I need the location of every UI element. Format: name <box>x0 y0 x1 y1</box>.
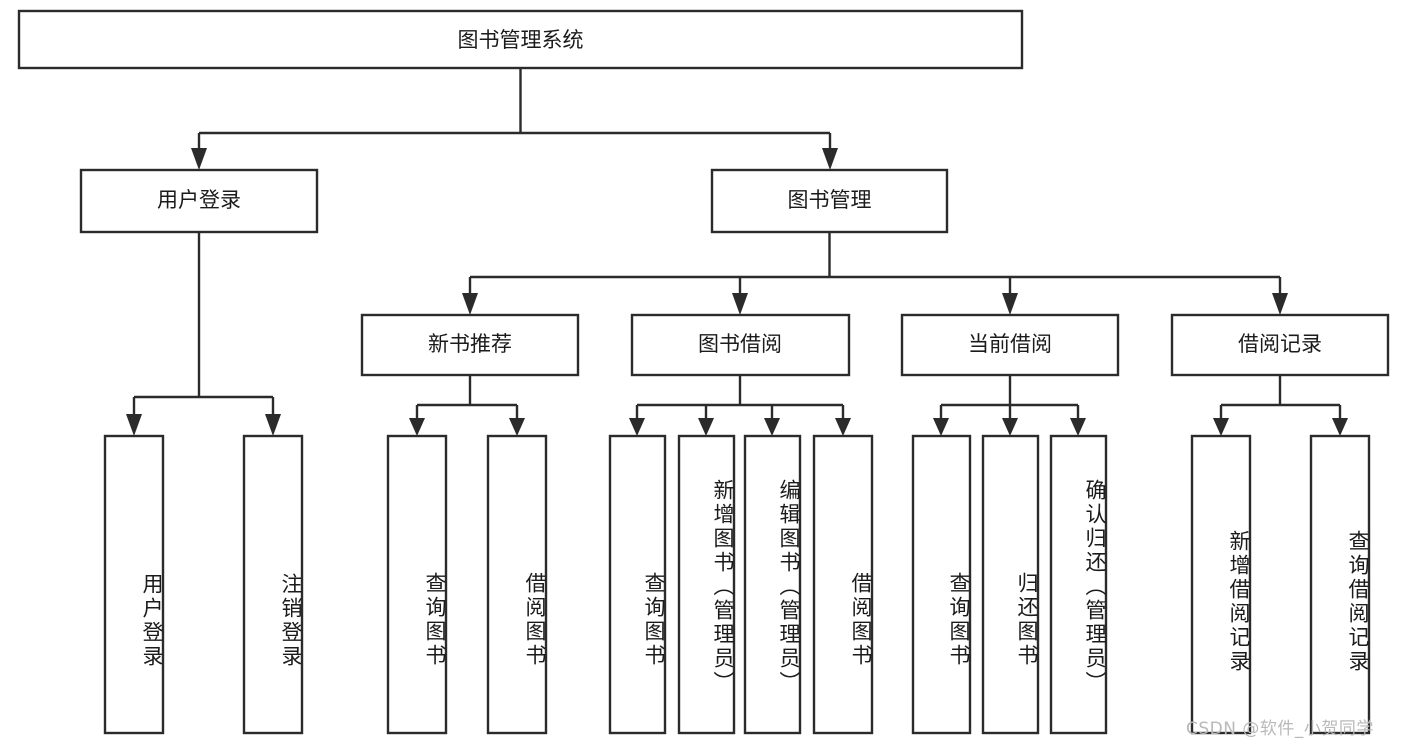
node-new-book-recommend-label: 新书推荐 <box>428 332 512 356</box>
node-user-login[interactable]: 用户登录 <box>79 168 319 234</box>
node-current-borrow[interactable]: 当前借阅 <box>900 313 1120 377</box>
arrow-to-leaf-query-borrow-record <box>1332 418 1348 436</box>
node-current-borrow-label: 当前借阅 <box>968 332 1052 356</box>
arrow-to-leaf-user-logout <box>265 414 281 436</box>
arrow-to-leaf-return-book <box>1002 418 1018 436</box>
arrow-to-leaf-confirm-return-admin <box>1070 418 1086 436</box>
leaf-box-edit-book-admin[interactable] <box>743 434 802 735</box>
node-new-book-recommend-box[interactable] <box>360 313 580 377</box>
node-borrow-record-box[interactable] <box>1170 313 1390 377</box>
watermark-text: CSDN @软件_小贺同学 <box>1186 719 1374 739</box>
node-book-borrow-label: 图书借阅 <box>698 332 782 356</box>
arrow-to-current-borrow <box>1002 293 1018 315</box>
node-borrow-record[interactable]: 借阅记录 <box>1170 313 1390 377</box>
arrow-to-leaf-query-book-rec <box>409 418 425 436</box>
leaf-box-query-book-current[interactable] <box>911 434 972 735</box>
arrow-to-leaf-query-book-current <box>933 418 949 436</box>
leaf-box-borrow-book[interactable] <box>812 434 874 735</box>
leaf-box-return-book[interactable] <box>981 434 1040 735</box>
node-book-manage[interactable]: 图书管理 <box>710 168 949 234</box>
leaf-box-confirm-return-admin[interactable] <box>1049 434 1108 735</box>
arrowhead-group <box>126 148 1348 436</box>
arrow-to-leaf-add-borrow-record <box>1213 418 1229 436</box>
node-root-box[interactable] <box>17 9 1024 70</box>
arrow-to-leaf-borrow-book-rec <box>509 418 525 436</box>
connector-userlogin-bus <box>132 232 275 416</box>
leaf-box-user-login[interactable] <box>103 434 165 735</box>
arrow-to-borrow-record <box>1272 293 1288 315</box>
node-current-borrow-box[interactable] <box>900 313 1120 377</box>
leaf-box-add-borrow-record[interactable] <box>1190 434 1252 735</box>
leaf-box-query-borrow-record[interactable] <box>1309 434 1371 735</box>
node-user-login-label: 用户登录 <box>157 188 241 212</box>
leaf-box-borrow-book-rec[interactable] <box>486 434 548 735</box>
arrow-to-book-manage <box>822 148 838 170</box>
arrow-to-leaf-query-book-borrow <box>629 418 645 436</box>
leaf-box-query-book-rec[interactable] <box>386 434 448 735</box>
node-book-manage-box[interactable] <box>710 168 949 234</box>
arrow-to-book-borrow <box>732 293 748 315</box>
leaf-box-group <box>103 434 1371 735</box>
connector-bookborrow-bus <box>635 375 845 420</box>
arrow-to-leaf-user-login <box>126 414 142 436</box>
node-borrow-record-label: 借阅记录 <box>1238 332 1322 356</box>
connector-group <box>132 68 1342 420</box>
arrow-to-leaf-add-book-admin <box>698 418 714 436</box>
leaf-box-add-book-admin[interactable] <box>677 434 736 735</box>
connector-root-bus <box>197 68 832 150</box>
node-root-label: 图书管理系统 <box>458 28 584 52</box>
leaf-box-query-book-borrow[interactable] <box>608 434 667 735</box>
node-book-borrow-box[interactable] <box>630 313 851 377</box>
node-book-manage-label: 图书管理 <box>788 188 872 212</box>
arrow-to-leaf-borrow-book <box>835 418 851 436</box>
node-root[interactable]: 图书管理系统 <box>17 9 1024 70</box>
arrow-to-leaf-edit-book-admin <box>764 418 780 436</box>
arrow-to-new-book-recommend <box>462 293 478 315</box>
node-book-borrow[interactable]: 图书借阅 <box>630 313 851 377</box>
connector-newbook-bus <box>415 375 519 420</box>
connector-borrowrecord-bus <box>1219 375 1342 420</box>
connector-currentborrow-bus <box>939 375 1080 420</box>
connector-bookmanage-bus <box>468 232 1282 295</box>
node-user-login-box[interactable] <box>79 168 319 234</box>
leaf-box-user-logout[interactable] <box>242 434 304 735</box>
node-new-book-recommend[interactable]: 新书推荐 <box>360 313 580 377</box>
arrow-to-user-login <box>191 148 207 170</box>
